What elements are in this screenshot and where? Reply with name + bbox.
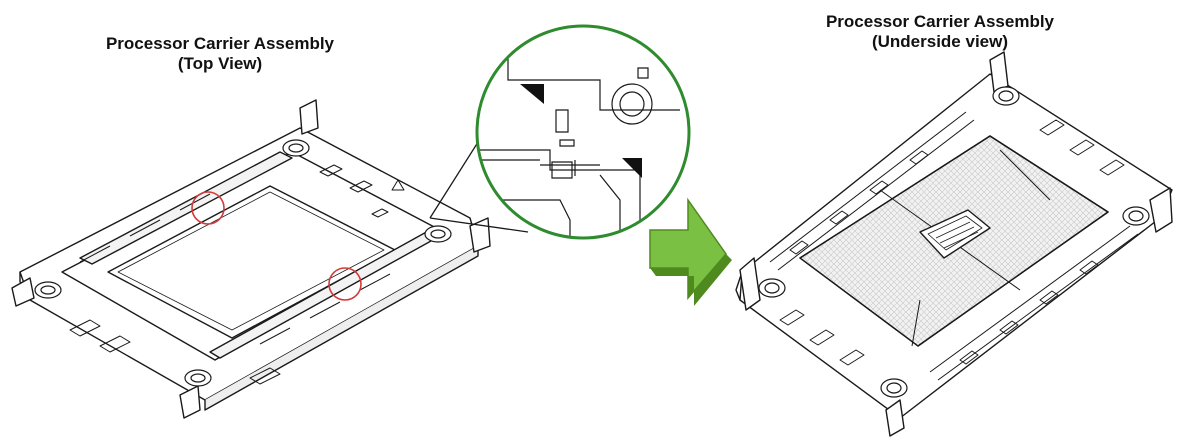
underside-view-title: Processor Carrier Assembly (825, 12, 1055, 31)
underside-view-carrier (735, 51, 1173, 437)
underside-view-subtitle: (Underside view) (871, 32, 1009, 51)
underside-mounting-holes (758, 86, 1150, 398)
alignment-triangle-2 (622, 158, 642, 178)
zoom-detail (475, 24, 691, 240)
top-view-subtitle: (Top View) (177, 54, 263, 73)
highlight-circle-2 (328, 267, 362, 301)
right-arrow-icon (649, 197, 732, 306)
top-view-carrier (11, 99, 491, 419)
underside-view-caption: Processor Carrier Assembly (Underside vi… (760, 12, 1120, 52)
zoom-circle-border (475, 24, 691, 240)
top-view-caption: Processor Carrier Assembly (Top View) (60, 34, 380, 74)
alignment-triangle-1 (520, 84, 544, 104)
mounting-holes (34, 139, 452, 387)
top-view-title: Processor Carrier Assembly (105, 34, 335, 53)
center-latch (919, 209, 991, 259)
highlight-circle-1 (191, 191, 225, 225)
